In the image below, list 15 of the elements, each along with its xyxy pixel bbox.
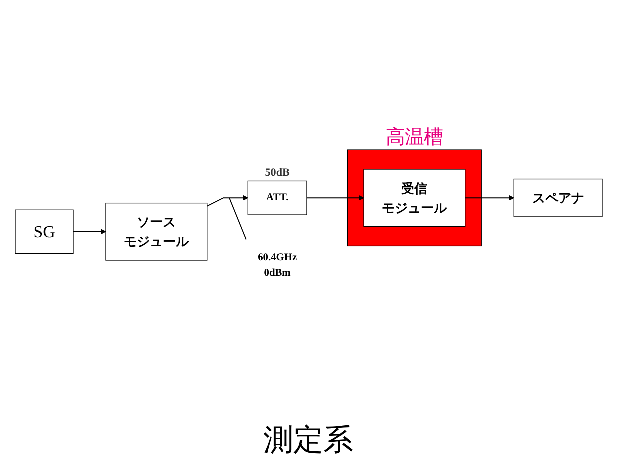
node-box: SG	[14, 210, 74, 254]
arrow	[464, 195, 514, 201]
node-box: ソース モジュール	[105, 203, 208, 261]
leader-line	[228, 198, 246, 240]
caption: 測定系	[264, 422, 354, 460]
attenuation-label: 50dB	[264, 167, 290, 180]
cluster	[346, 150, 482, 247]
chamber-title: 高温槽	[386, 126, 443, 149]
node-text: 60.4GHz 0dBm	[258, 252, 297, 279]
arrow	[306, 195, 364, 201]
arrow	[72, 229, 106, 235]
node-box: ATT.	[247, 180, 307, 216]
arrow	[206, 195, 248, 207]
node-box: 受信 モジュール	[363, 169, 466, 228]
node-box: スペアナ	[513, 178, 602, 218]
